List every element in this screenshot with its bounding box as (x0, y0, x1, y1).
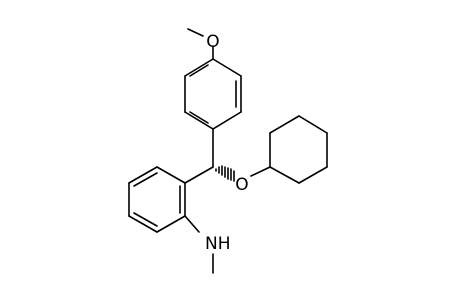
anisole-ring (184, 58, 242, 130)
ether-oxygen-label: O (235, 175, 248, 195)
aniline-ring (128, 166, 214, 233)
stereocenter-bonds (212, 128, 235, 182)
methylamino-group (184, 215, 214, 274)
cyclohexyl-ring (250, 115, 328, 184)
methoxy-group (187, 28, 214, 60)
amine-nitrogen-label: NH (205, 234, 231, 254)
methoxy-oxygen-label: O (206, 32, 219, 52)
